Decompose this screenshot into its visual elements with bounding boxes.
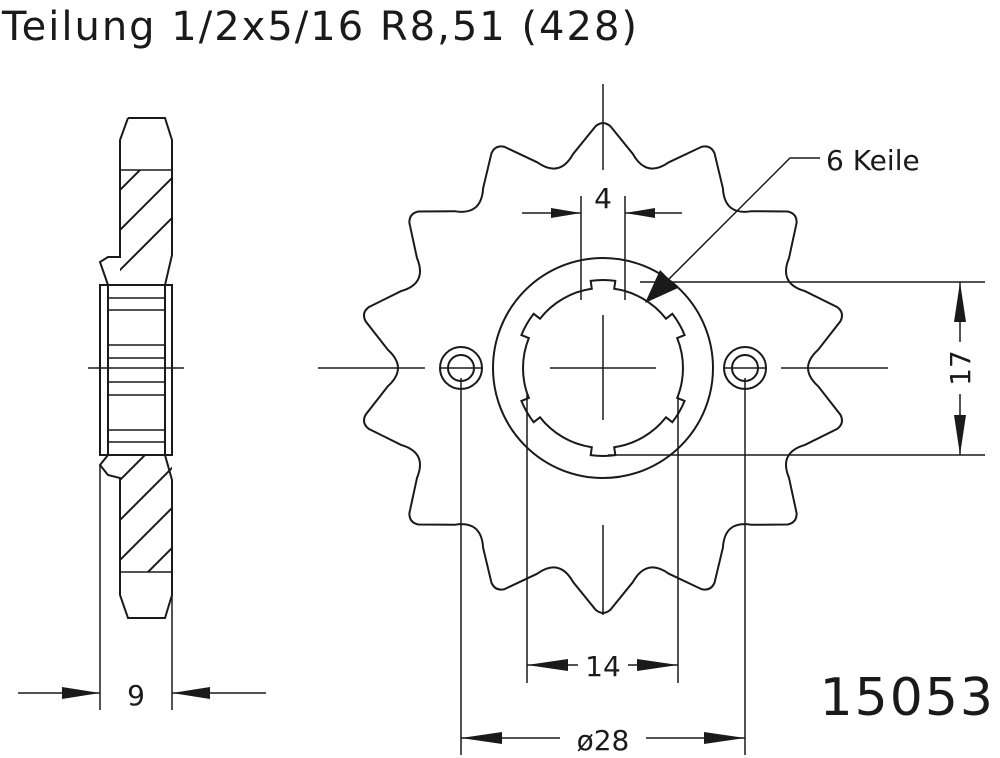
drawing-title: Teilung 1/2x5/16 R8,51 (428)	[1, 4, 639, 50]
arrowhead	[527, 659, 568, 671]
front-view: 4 6 Keile 17 14 ø28	[318, 84, 985, 757]
side-view-plate-outline	[98, 117, 173, 286]
side-view-hub	[99, 284, 173, 456]
label-background	[946, 342, 974, 394]
arrowhead	[637, 659, 678, 671]
hub-circle	[492, 257, 714, 479]
hub-height-label: 17	[944, 350, 977, 386]
bolt-spacing-label: 14	[585, 650, 621, 683]
sprocket-tooth-profile	[362, 122, 844, 614]
part-number: 15053	[820, 668, 995, 728]
arrowhead	[704, 732, 745, 744]
arrowhead	[551, 208, 581, 218]
thickness-label: 9	[127, 679, 145, 712]
label-background	[560, 721, 646, 755]
arrowhead	[62, 687, 100, 699]
arrowhead	[461, 732, 502, 744]
arrowhead	[954, 282, 966, 322]
label-background	[578, 648, 628, 682]
arrowhead	[954, 415, 966, 455]
bolt-circle-label: ø28	[577, 724, 630, 757]
spline-width-label: 4	[594, 182, 612, 215]
spline-bore	[520, 279, 686, 457]
splines-leader-line	[664, 157, 820, 284]
leader-arrowhead	[645, 270, 678, 303]
arrowhead	[172, 687, 210, 699]
side-view-hatching-lower	[120, 455, 172, 572]
splines-label: 6 Keile	[826, 144, 920, 177]
arrowhead	[625, 208, 655, 218]
side-view: 9	[18, 117, 266, 712]
